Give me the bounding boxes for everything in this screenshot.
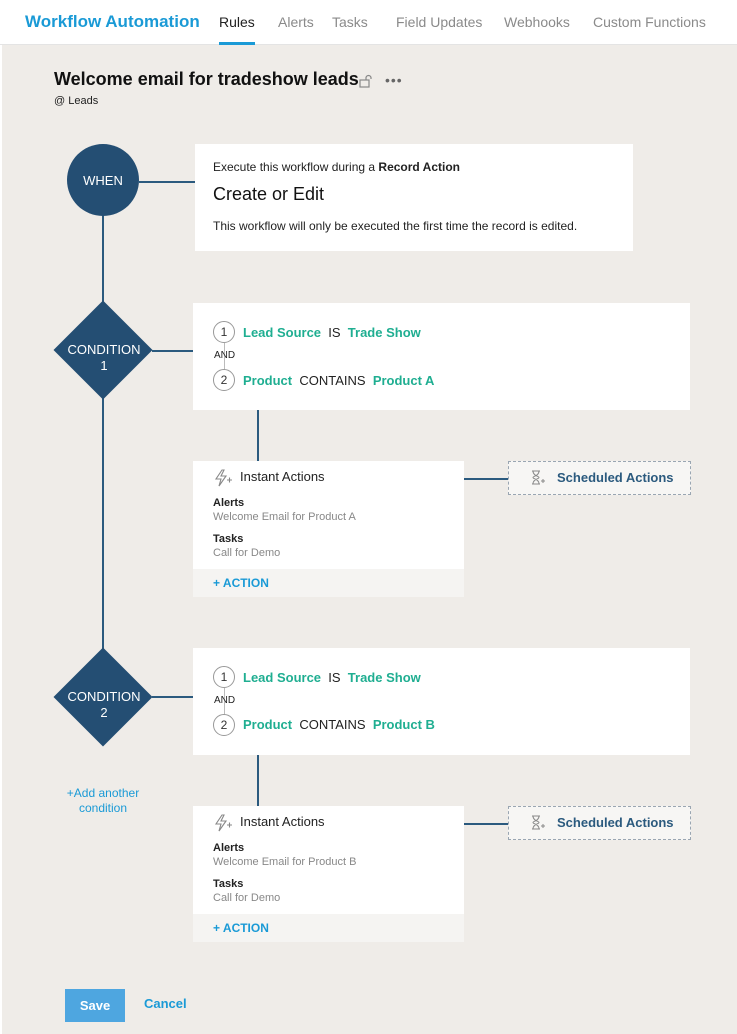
criteria-number: 2 [213,714,235,736]
instant-actions-card-2[interactable]: Instant Actions Alerts Welcome Email for… [193,806,464,942]
scheduled-actions-button-1[interactable]: Scheduled Actions [508,461,691,495]
when-record-action: Create or Edit [213,184,325,204]
condition-1-connector [152,350,194,352]
criteria-row-1: Lead Source IS Trade Show [243,670,421,685]
criteria-row-1: Lead Source IS Trade Show [243,325,421,340]
criteria-row-2: Product CONTAINS Product A [243,373,435,388]
add-action-button[interactable]: + ACTION [213,921,269,935]
scheduled-connector [464,478,508,480]
action-value[interactable]: Welcome Email for Product A [213,511,356,523]
action-type: Alerts [213,497,245,509]
scheduled-actions-button-2[interactable]: Scheduled Actions [508,806,691,840]
condition-2-connector [152,696,194,698]
scheduled-connector [464,823,508,825]
and-link [224,688,225,716]
criteria-row-2: Product CONTAINS Product B [243,717,435,732]
instant-actions-title: Instant Actions [240,814,325,829]
and-operator: AND [214,350,236,361]
criteria-number: 1 [213,321,235,343]
more-horizontal-icon[interactable]: ••• [385,72,403,88]
scheduled-actions-label: Scheduled Actions [557,815,674,830]
criteria-number: 1 [213,666,235,688]
hourglass-icon [529,470,545,491]
scheduled-actions-label: Scheduled Actions [557,470,674,485]
tab-tasks[interactable]: Tasks [332,14,368,30]
hourglass-icon [529,815,545,836]
module-label: @ Leads [54,95,99,107]
criteria-to-actions-connector [257,755,259,807]
lightning-icon [213,814,233,837]
action-footer: + ACTION [193,914,464,942]
criteria-number: 2 [213,369,235,391]
tab-rules[interactable]: Rules [219,14,255,30]
when-card[interactable]: Execute this workflow during a Record Ac… [195,144,633,251]
action-type: Alerts [213,842,245,854]
cancel-button[interactable]: Cancel [144,996,187,1011]
lightning-icon [213,469,233,492]
tab-alerts[interactable]: Alerts [278,14,314,30]
action-value[interactable]: Call for Demo [213,547,281,559]
unlock-icon[interactable] [359,74,373,93]
instant-actions-card-1[interactable]: Instant Actions Alerts Welcome Email for… [193,461,464,597]
when-node: WHEN [67,144,139,216]
criteria-to-actions-connector [257,410,259,462]
top-nav: Workflow Automation Rules Alerts Tasks F… [0,0,737,45]
rule-title: Welcome email for tradeshow leads [54,69,359,89]
when-description: Execute this workflow during a Record Ac… [213,160,460,174]
instant-actions-title: Instant Actions [240,469,325,484]
save-button[interactable]: Save [65,989,125,1022]
action-type: Tasks [213,878,244,890]
tab-field-updates[interactable]: Field Updates [396,14,483,30]
when-note: This workflow will only be executed the … [213,219,578,233]
flow-connector [102,214,104,674]
action-type: Tasks [213,533,244,545]
action-value[interactable]: Call for Demo [213,892,281,904]
add-action-button[interactable]: + ACTION [213,576,269,590]
condition-2-criteria-card[interactable]: 1 Lead Source IS Trade Show AND 2 Produc… [193,648,690,755]
tab-webhooks[interactable]: Webhooks [504,14,570,30]
action-value[interactable]: Welcome Email for Product B [213,856,357,868]
action-footer: + ACTION [193,569,464,597]
and-operator: AND [214,695,236,706]
tab-custom-functions[interactable]: Custom Functions [593,14,706,30]
when-connector [139,181,195,183]
active-tab-indicator [219,42,255,45]
and-link [224,343,225,371]
app-brand[interactable]: Workflow Automation [25,12,200,31]
condition-1-criteria-card[interactable]: 1 Lead Source IS Trade Show AND 2 Produc… [193,303,690,410]
